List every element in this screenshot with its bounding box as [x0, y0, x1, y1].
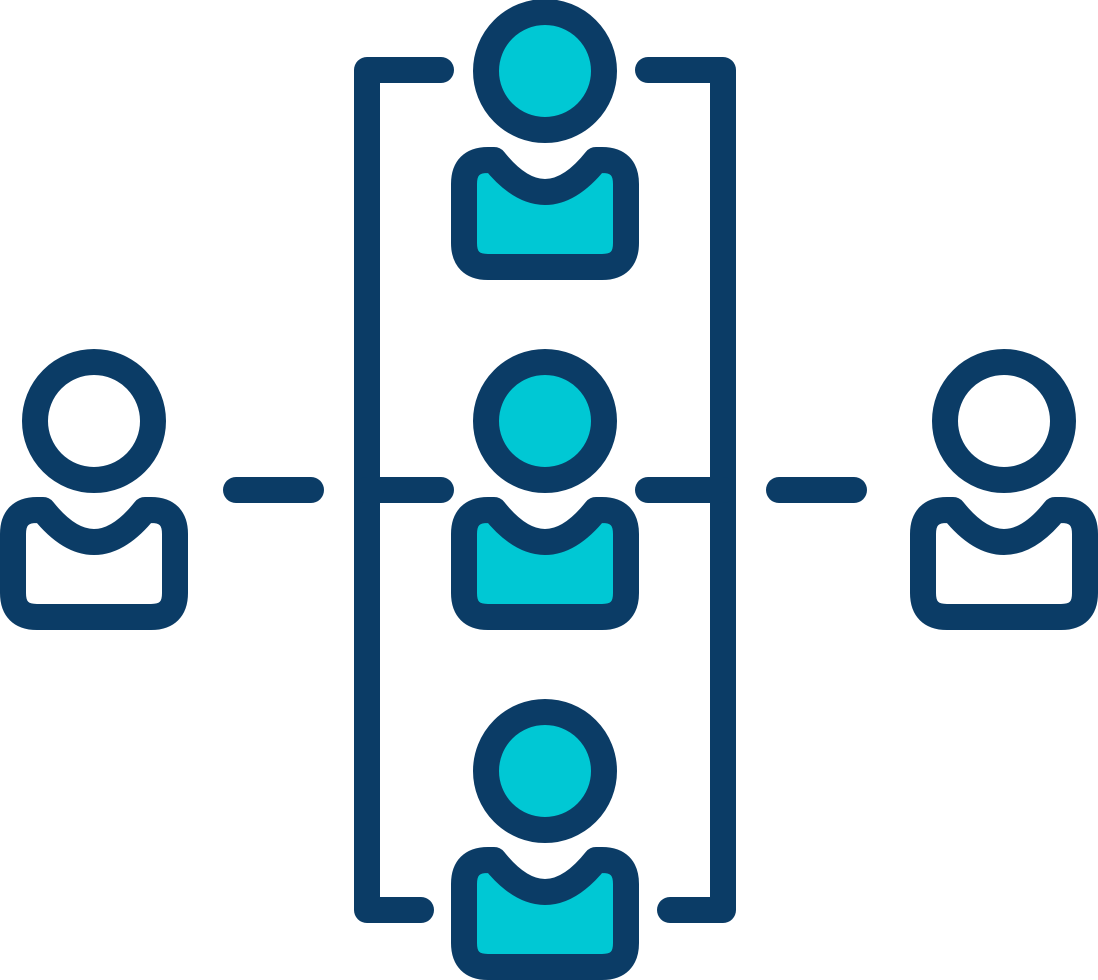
- center-bottom-person-icon: [451, 699, 639, 980]
- left-person-icon: [0, 349, 188, 630]
- person-body-shape: [451, 497, 639, 630]
- person-body-shape: [910, 497, 1098, 630]
- person-head-shape: [932, 349, 1076, 493]
- person-body-shape: [0, 497, 188, 630]
- center-top-person-icon: [451, 0, 639, 280]
- person-body-shape: [451, 147, 639, 280]
- person-head-shape: [473, 349, 617, 493]
- center-middle-person-icon: [451, 349, 639, 630]
- person-head-shape: [473, 699, 617, 843]
- person-head-shape: [22, 349, 166, 493]
- person-head-shape: [473, 0, 617, 143]
- person-body-shape: [451, 847, 639, 980]
- connector-lines: [223, 57, 867, 923]
- right-person-icon: [910, 349, 1098, 630]
